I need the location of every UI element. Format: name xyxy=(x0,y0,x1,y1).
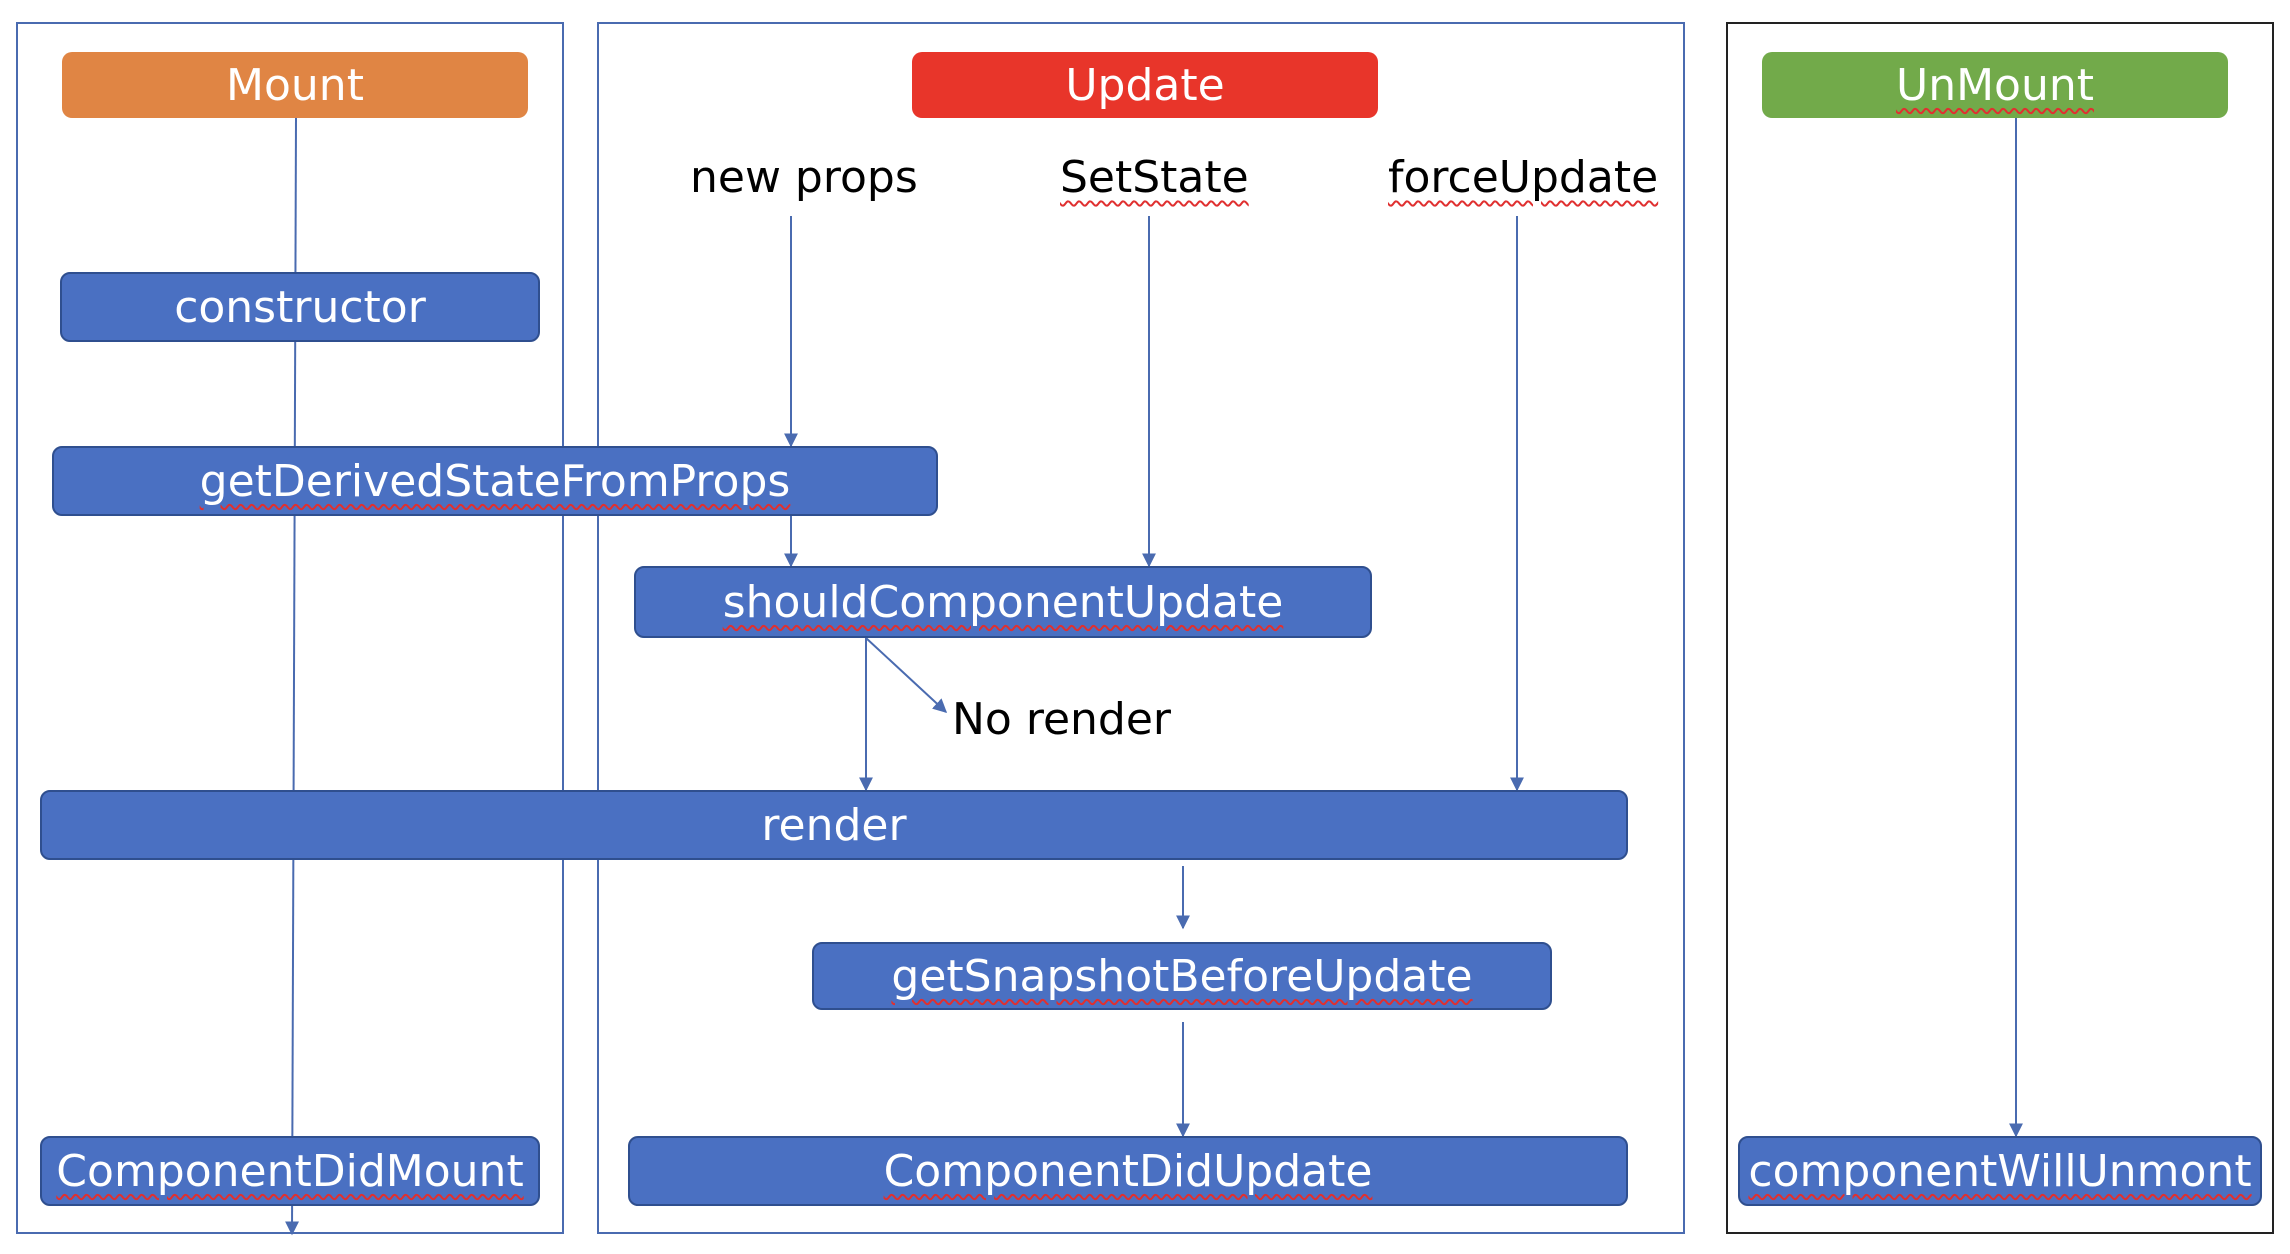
render-box: render xyxy=(40,790,1628,860)
get-derived-state-from-props-label: getDerivedStateFromProps xyxy=(199,455,791,507)
component-will-unmount-box: componentWillUnmont xyxy=(1738,1136,2262,1206)
unmount-phase-header: UnMount xyxy=(1762,52,2228,118)
component-did-mount-label: ComponentDidMount xyxy=(56,1145,524,1197)
component-did-update-label: ComponentDidUpdate xyxy=(883,1145,1373,1197)
no-render-label: No render xyxy=(952,694,1171,745)
update-panel xyxy=(597,22,1685,1234)
force-update-trigger: forceUpdate xyxy=(1388,152,1659,203)
get-snapshot-before-update-box: getSnapshotBeforeUpdate xyxy=(812,942,1552,1010)
get-snapshot-before-update-label: getSnapshotBeforeUpdate xyxy=(891,950,1473,1002)
component-did-update-box: ComponentDidUpdate xyxy=(628,1136,1628,1206)
new-props-trigger: new props xyxy=(690,152,918,203)
unmount-panel xyxy=(1726,22,2274,1234)
update-phase-header: Update xyxy=(912,52,1378,118)
unmount-phase-label: UnMount xyxy=(1896,59,2094,111)
constructor-box: constructor xyxy=(60,272,540,342)
mount-panel xyxy=(16,22,564,1234)
should-component-update-label: shouldComponentUpdate xyxy=(722,576,1284,628)
mount-phase-label: Mount xyxy=(226,59,364,111)
component-will-unmount-label: componentWillUnmont xyxy=(1748,1145,2252,1197)
update-phase-label: Update xyxy=(1065,59,1225,111)
component-did-mount-box: ComponentDidMount xyxy=(40,1136,540,1206)
render-label: render xyxy=(761,799,907,851)
get-derived-state-from-props-box: getDerivedStateFromProps xyxy=(52,446,938,516)
constructor-label: constructor xyxy=(174,281,426,333)
mount-phase-header: Mount xyxy=(62,52,528,118)
should-component-update-box: shouldComponentUpdate xyxy=(634,566,1372,638)
set-state-trigger: SetState xyxy=(1060,152,1249,203)
